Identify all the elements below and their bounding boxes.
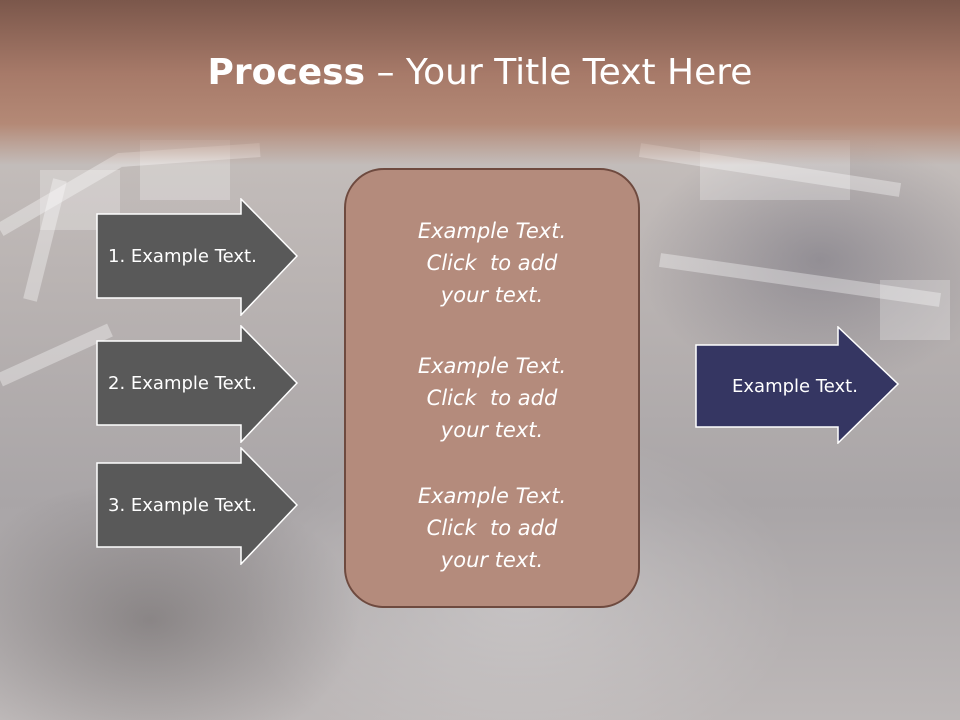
center-paragraph-2-line-1: Example Text. xyxy=(417,354,567,378)
center-paragraph-2-line-3: your text. xyxy=(440,418,544,442)
center-paragraph-1-line-1: Example Text. xyxy=(417,219,567,243)
process-arrow-1[interactable]: 1. Example Text. xyxy=(96,198,298,316)
slide-title[interactable]: Process – Your Title Text Here xyxy=(0,52,960,93)
title-bold: Process xyxy=(207,52,366,93)
center-paragraph-3-line-1: Example Text. xyxy=(417,484,567,508)
process-arrow-2-label: 2. Example Text. xyxy=(108,372,257,394)
center-paragraph-3: Example Text. Click to add your text. xyxy=(346,480,638,576)
center-paragraph-2-line-2: Click to add xyxy=(426,386,558,410)
process-arrow-3-label: 3. Example Text. xyxy=(108,494,257,516)
center-paragraph-1-line-2: Click to add xyxy=(426,251,558,275)
center-paragraph-1: Example Text. Click to add your text. xyxy=(346,215,638,311)
center-paragraph-2: Example Text. Click to add your text. xyxy=(346,350,638,446)
center-paragraph-3-line-2: Click to add xyxy=(426,516,558,540)
result-arrow-label: Example Text. xyxy=(732,375,858,397)
title-band xyxy=(0,0,960,165)
process-arrow-1-label: 1. Example Text. xyxy=(108,245,257,267)
process-arrow-3[interactable]: 3. Example Text. xyxy=(96,447,298,565)
title-rest: – Your Title Text Here xyxy=(365,52,753,93)
result-arrow[interactable]: Example Text. xyxy=(695,326,899,444)
process-arrow-2[interactable]: 2. Example Text. xyxy=(96,325,298,443)
center-paragraph-3-line-3: your text. xyxy=(440,548,544,572)
center-paragraph-1-line-3: your text. xyxy=(440,283,544,307)
center-text-box[interactable]: Example Text. Click to add your text. Ex… xyxy=(344,168,640,608)
